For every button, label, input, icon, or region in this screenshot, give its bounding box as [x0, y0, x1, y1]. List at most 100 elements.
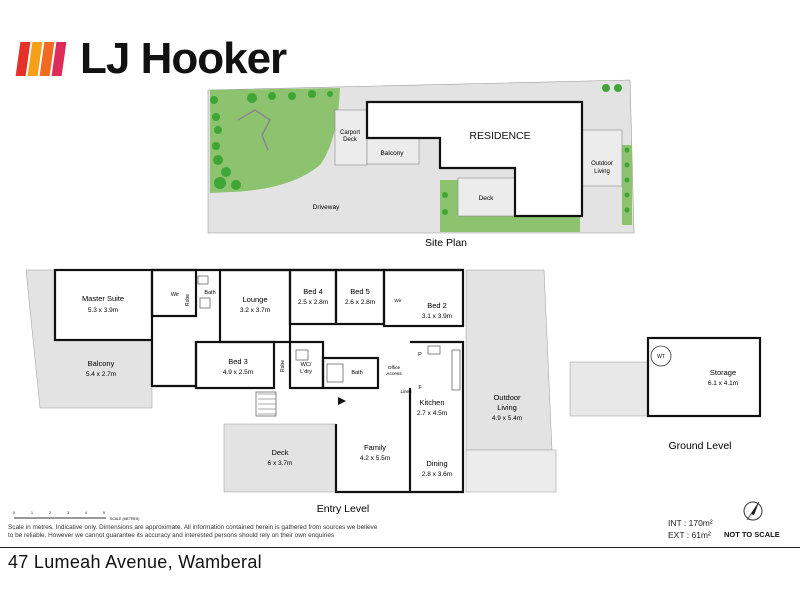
storage-size: 6.1 x 4.1m: [708, 380, 738, 387]
fixture: [295, 349, 309, 361]
scale-tick-label: 3: [67, 511, 69, 515]
tree: [624, 192, 630, 198]
room-kitchen-size: 2.7 x 4.5m: [417, 410, 447, 417]
room-bed3-size: 4.9 x 2.5m: [223, 369, 253, 376]
site-outdoor-label-2: Living: [594, 169, 610, 175]
tree: [247, 93, 257, 103]
tree: [268, 92, 276, 100]
label-fridge: F: [418, 385, 422, 391]
room-deck-name: Deck: [271, 448, 288, 457]
site-carport-deck: [334, 109, 368, 166]
tree: [212, 142, 220, 150]
wall-family: [334, 388, 412, 494]
tree: [624, 147, 630, 153]
entry-fixtures: [197, 275, 461, 417]
label-bath-2: Bath: [351, 370, 362, 376]
scale-tick-label: 1: [31, 511, 33, 515]
outdoor-living-area: [465, 269, 553, 451]
ground-level: WT Storage 6.1 x 4.1m Ground Level: [569, 336, 762, 452]
site-residence: [365, 100, 584, 218]
ground-level-caption: Ground Level: [668, 440, 731, 452]
label-office: Office: [388, 365, 401, 371]
tree: [214, 177, 226, 189]
room-kitchen-name: Kitchen: [419, 398, 444, 407]
room-bed2-name: Bed 2: [427, 301, 447, 310]
wall-bed3: [194, 340, 276, 390]
site-lawn: [210, 88, 340, 193]
tree: [624, 162, 630, 168]
label-linen: Linen: [400, 389, 412, 394]
site-right-grass: [622, 145, 632, 225]
scale-bar: 0 1 2 3 4 5 SCALE (METRES): [13, 511, 139, 521]
site-outdoor-living: [581, 129, 623, 187]
tree: [221, 167, 231, 177]
label-wc: WC/: [301, 362, 312, 368]
label-wir: Wir: [171, 292, 179, 298]
disclaimer-text: Scale in metres. Indicative only. Dimens…: [8, 524, 378, 539]
tree: [624, 207, 630, 213]
room-lounge-name: Lounge: [242, 295, 267, 304]
fixture: [197, 275, 209, 285]
room-lounge-size: 3.2 x 3.7m: [240, 307, 270, 314]
tree: [308, 90, 316, 98]
wall-bath2: [321, 356, 380, 390]
room-dining-name: Dining: [426, 459, 447, 468]
lj-hooker-logo: LJ Hooker: [15, 37, 287, 81]
footer-divider: [0, 547, 800, 548]
tree: [212, 113, 220, 121]
label-office-2: Access: [386, 371, 402, 377]
compass-axis: [746, 501, 760, 521]
room-bed3-name: Bed 3: [228, 357, 248, 366]
room-outdoor-size: 4.9 x 5.4m: [492, 415, 522, 422]
site-driveway-label: Driveway: [313, 204, 340, 211]
room-bed2-size: 3.1 x 3.9m: [422, 313, 452, 320]
site-trees: [210, 84, 630, 215]
tree: [213, 155, 223, 165]
not-to-scale-label: NOT TO SCALE: [724, 530, 780, 539]
scale-tick-label: 0: [13, 511, 15, 515]
room-deck-size: 6 x 3.7m: [268, 460, 293, 467]
room-outdoor-name: Outdoor: [493, 393, 521, 402]
entry-arrow-icon: [338, 397, 346, 405]
room-bed5-size: 2.6 x 2.8m: [345, 299, 375, 306]
property-address: 47 Lumeah Avenue, Wamberal: [8, 552, 262, 572]
stairs: [258, 393, 276, 415]
site-deck-label: Deck: [479, 195, 495, 202]
tree: [442, 209, 448, 215]
label-bed2-wir: Wir: [394, 298, 402, 304]
room-dining-size: 2.8 x 3.6m: [422, 471, 452, 478]
scale-tick-label: 5: [103, 511, 105, 515]
site-balcony-label: Balcony: [380, 150, 404, 157]
room-balcony-name: Balcony: [88, 359, 115, 368]
site-carport-label-2: Deck: [343, 137, 358, 143]
tree: [442, 192, 448, 198]
water-tank: [650, 345, 672, 367]
tree: [624, 177, 630, 183]
entry-level-caption: Entry Level: [317, 503, 370, 515]
tree: [327, 91, 333, 97]
room-family-size: 4.2 x 5.5m: [360, 455, 390, 462]
tree: [214, 126, 222, 134]
compass-icon: [743, 501, 763, 521]
lower-terrace: [465, 449, 557, 493]
site-outdoor-label: Outdoor: [591, 161, 613, 167]
fixture: [451, 349, 461, 391]
room-bed5-name: Bed 5: [350, 287, 370, 296]
room-bed4-size: 2.5 x 2.8m: [298, 299, 328, 306]
tree: [614, 84, 622, 92]
label-bath-1: Bath: [204, 290, 215, 296]
entry-walls: [53, 268, 465, 494]
floor-plan-drawing: RESIDENCE Carport Deck Balcony Deck Driv…: [13, 79, 763, 521]
tree: [210, 96, 218, 104]
room-family-name: Family: [364, 443, 386, 452]
room-bed4-name: Bed 4: [303, 287, 323, 296]
tree: [602, 84, 610, 92]
external-area: EXT : 61m²: [668, 530, 711, 540]
storage-name: Storage: [710, 368, 736, 377]
label-robe-1: Robe: [185, 294, 191, 306]
compass-ring: [743, 501, 763, 521]
site-path: [237, 109, 271, 151]
room-balcony-size: 5.4 x 2.7m: [86, 371, 116, 378]
wall-kitchen: [410, 340, 465, 494]
room-master-size: 5.3 x 3.9m: [88, 307, 118, 314]
